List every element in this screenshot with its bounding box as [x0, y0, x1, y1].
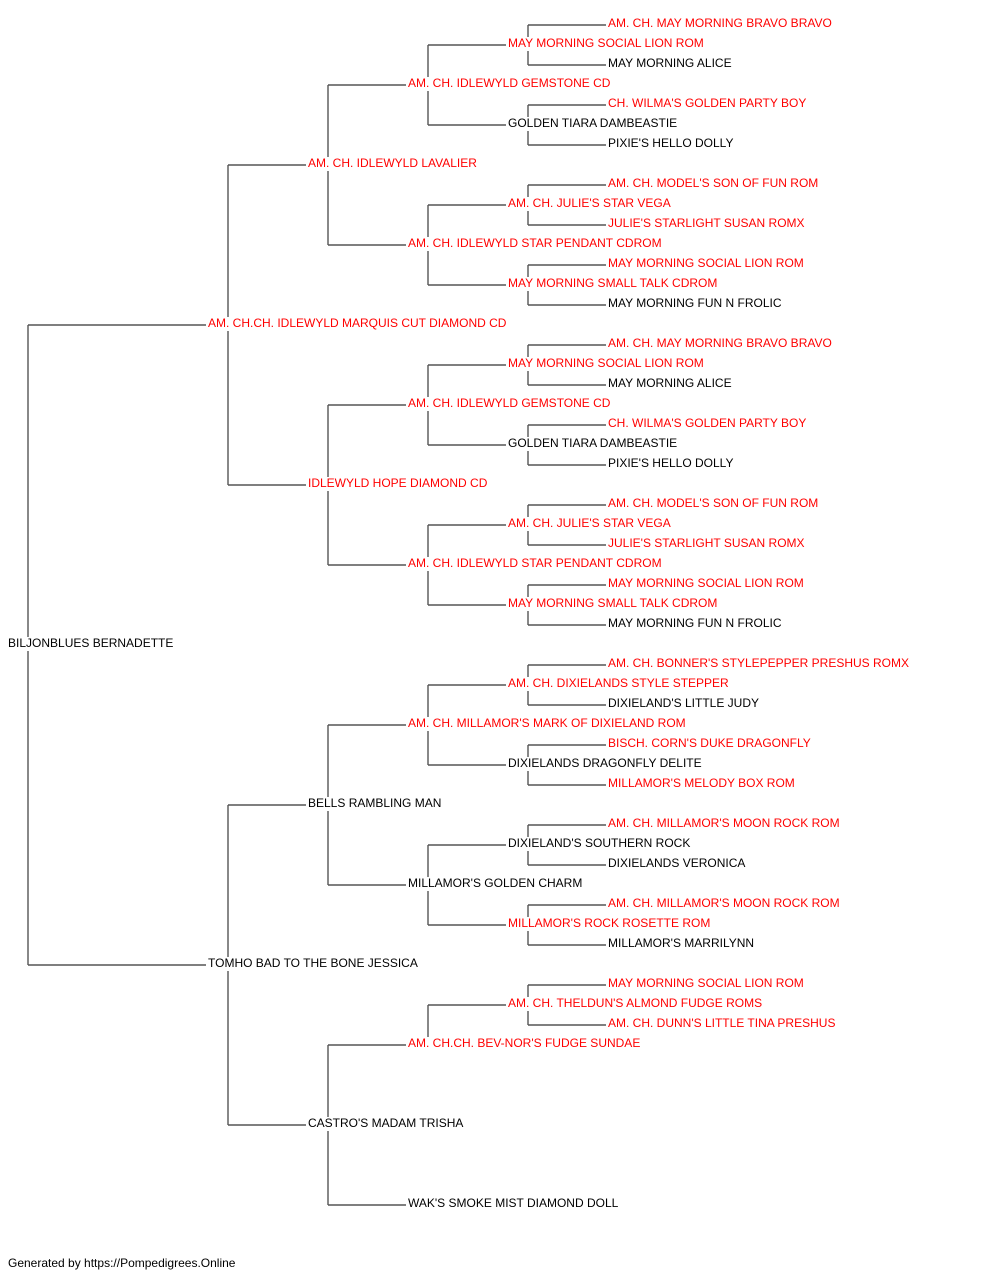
footer-credit: Generated by https://Pompedigrees.Online — [8, 1256, 236, 1270]
ancestor-name: MAY MORNING SOCIAL LION ROM — [608, 256, 804, 270]
subject-dog-name: BILJONBLUES BERNADETTE — [8, 636, 173, 650]
ancestor-name: AM. CH. BONNER'S STYLEPEPPER PRESHUS ROM… — [608, 656, 909, 670]
ancestor-name: AM. CH. IDLEWYLD GEMSTONE CD — [408, 76, 611, 90]
ancestor-name: MAY MORNING SMALL TALK CDROM — [508, 276, 717, 290]
ancestor-name: BELLS RAMBLING MAN — [308, 796, 441, 810]
pedigree-labels: BILJONBLUES BERNADETTE AM. CH.CH. IDLEWYL… — [8, 16, 909, 1210]
ancestor-name: AM. CH. MAY MORNING BRAVO BRAVO — [608, 16, 832, 30]
ancestor-name: PIXIE'S HELLO DOLLY — [608, 456, 733, 470]
ancestor-name: AM. CH. JULIE'S STAR VEGA — [508, 516, 671, 530]
ancestor-name: MAY MORNING ALICE — [608, 376, 732, 390]
ancestor-name: WAK'S SMOKE MIST DIAMOND DOLL — [408, 1196, 619, 1210]
ancestor-name: MILLAMOR'S MELODY BOX ROM — [608, 776, 795, 790]
ancestor-name: CH. WILMA'S GOLDEN PARTY BOY — [608, 96, 806, 110]
ancestor-name: AM. CH. MODEL'S SON OF FUN ROM — [608, 496, 818, 510]
ancestor-name: MAY MORNING SOCIAL LION ROM — [608, 576, 804, 590]
ancestor-name: GOLDEN TIARA DAMBEASTIE — [508, 116, 677, 130]
ancestor-name: DIXIELANDS DRAGONFLY DELITE — [508, 756, 702, 770]
ancestor-name: BISCH. CORN'S DUKE DRAGONFLY — [608, 736, 811, 750]
ancestor-name: MAY MORNING SOCIAL LION ROM — [508, 356, 704, 370]
ancestor-name: AM. CH. IDLEWYLD LAVALIER — [308, 156, 477, 170]
ancestor-name: MAY MORNING FUN N FROLIC — [608, 616, 782, 630]
ancestor-name: DIXIELAND'S SOUTHERN ROCK — [508, 836, 690, 850]
ancestor-name: JULIE'S STARLIGHT SUSAN ROMX — [608, 536, 805, 550]
ancestor-name: AM. CH. IDLEWYLD STAR PENDANT CDROM — [408, 556, 662, 570]
ancestor-name: MAY MORNING SOCIAL LION ROM — [608, 976, 804, 990]
ancestor-name: MAY MORNING SOCIAL LION ROM — [508, 36, 704, 50]
ancestor-name: AM. CH.CH. IDLEWYLD MARQUIS CUT DIAMOND … — [208, 316, 507, 330]
ancestor-name: AM. CH. MODEL'S SON OF FUN ROM — [608, 176, 818, 190]
ancestor-name: AM. CH. THELDUN'S ALMOND FUDGE ROMS — [508, 996, 762, 1010]
ancestor-name: MAY MORNING FUN N FROLIC — [608, 296, 782, 310]
ancestor-name: AM. CH. DUNN'S LITTLE TINA PRESHUS — [608, 1016, 835, 1030]
ancestor-name: MAY MORNING SMALL TALK CDROM — [508, 596, 717, 610]
ancestor-name: CASTRO'S MADAM TRISHA — [308, 1116, 463, 1130]
ancestor-name: CH. WILMA'S GOLDEN PARTY BOY — [608, 416, 806, 430]
pedigree-connectors — [27, 24, 606, 1206]
ancestor-name: DIXIELAND'S LITTLE JUDY — [608, 696, 759, 710]
ancestor-name: TOMHO BAD TO THE BONE JESSICA — [208, 956, 418, 970]
ancestor-name: DIXIELANDS VERONICA — [608, 856, 745, 870]
ancestor-name: AM. CH. MAY MORNING BRAVO BRAVO — [608, 336, 832, 350]
ancestor-name: MILLAMOR'S GOLDEN CHARM — [408, 876, 582, 890]
ancestor-name: PIXIE'S HELLO DOLLY — [608, 136, 733, 150]
ancestor-name: AM. CH. IDLEWYLD GEMSTONE CD — [408, 396, 611, 410]
ancestor-name: AM. CH.CH. BEV-NOR'S FUDGE SUNDAE — [408, 1036, 640, 1050]
ancestor-name: AM. CH. JULIE'S STAR VEGA — [508, 196, 671, 210]
ancestor-name: MILLAMOR'S ROCK ROSETTE ROM — [508, 916, 710, 930]
ancestor-name: MILLAMOR'S MARRILYNN — [608, 936, 754, 950]
ancestor-name: AM. CH. IDLEWYLD STAR PENDANT CDROM — [408, 236, 662, 250]
ancestor-name: IDLEWYLD HOPE DIAMOND CD — [308, 476, 488, 490]
ancestor-name: AM. CH. MILLAMOR'S MARK OF DIXIELAND ROM — [408, 716, 686, 730]
ancestor-name: AM. CH. DIXIELANDS STYLE STEPPER — [508, 676, 729, 690]
ancestor-name: MAY MORNING ALICE — [608, 56, 732, 70]
ancestor-name: JULIE'S STARLIGHT SUSAN ROMX — [608, 216, 805, 230]
ancestor-name: AM. CH. MILLAMOR'S MOON ROCK ROM — [608, 816, 840, 830]
ancestor-name: GOLDEN TIARA DAMBEASTIE — [508, 436, 677, 450]
ancestor-name: AM. CH. MILLAMOR'S MOON ROCK ROM — [608, 896, 840, 910]
